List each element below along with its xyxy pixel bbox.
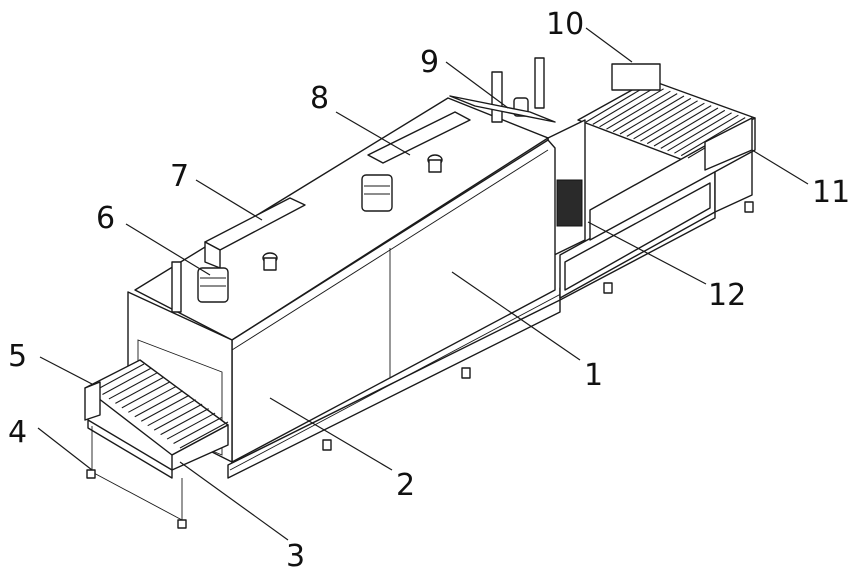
conveyor-roller <box>633 100 698 140</box>
leader-3 <box>179 461 289 541</box>
conveyor-roller <box>166 412 216 440</box>
conveyor-roller <box>646 105 712 145</box>
conveyor-roller <box>128 385 177 413</box>
leader-8 <box>335 111 411 156</box>
conveyor-roller <box>173 417 222 445</box>
callout-6: 6 <box>96 201 115 236</box>
leader-5 <box>39 356 93 385</box>
callout-7: 7 <box>170 159 189 194</box>
conveyor-roller <box>674 114 739 154</box>
leader-10 <box>585 27 633 63</box>
conveyor-roller <box>626 97 692 137</box>
conveyor-roller <box>121 381 171 409</box>
leader-4 <box>37 427 93 471</box>
conveyor-roller <box>599 88 664 128</box>
callout-5: 5 <box>8 339 27 374</box>
conveyor-roller <box>140 394 190 422</box>
conveyor-roller <box>160 408 209 436</box>
leader-lines <box>37 27 809 541</box>
conveyor-roller <box>667 112 732 152</box>
callouts: 1 2 3 4 5 6 7 8 9 10 11 12 <box>8 7 850 572</box>
leader-6 <box>125 223 211 276</box>
callout-3: 3 <box>286 539 305 572</box>
leader-12 <box>587 221 707 285</box>
conveyor-roller <box>612 93 678 133</box>
leader-7 <box>195 179 263 221</box>
conveyor-roller <box>179 421 229 449</box>
conveyor-roller <box>153 403 203 431</box>
conveyor-roller <box>115 376 164 404</box>
conveyor-roller <box>660 109 726 149</box>
outlet-conveyor <box>577 63 756 241</box>
leader-9 <box>445 61 509 109</box>
conveyor-roller <box>108 372 158 400</box>
top-fittings <box>171 57 556 313</box>
conveyor-roller <box>147 399 196 427</box>
conveyor-roller <box>102 367 151 395</box>
outlet-cabinet <box>559 149 753 299</box>
callout-11: 11 <box>812 175 850 210</box>
inlet-conveyor <box>84 359 229 529</box>
conveyor-roller <box>680 117 746 157</box>
conveyor-roller <box>606 90 671 130</box>
conveyor-roller <box>640 102 705 142</box>
callout-2: 2 <box>396 468 415 503</box>
conveyor-roller <box>592 85 658 125</box>
callout-8: 8 <box>310 81 329 116</box>
conveyor-roller <box>134 390 184 418</box>
conveyor-roller <box>619 95 685 135</box>
leader-2 <box>269 397 393 471</box>
leader-11 <box>751 149 809 185</box>
callout-12: 12 <box>708 278 746 313</box>
callout-4: 4 <box>8 415 27 450</box>
leader-1 <box>451 271 581 361</box>
callout-9: 9 <box>420 45 439 80</box>
callout-1: 1 <box>584 358 603 393</box>
callout-10: 10 <box>546 7 584 42</box>
conveyor-roller <box>95 363 145 391</box>
conveyor-roller <box>653 107 719 147</box>
